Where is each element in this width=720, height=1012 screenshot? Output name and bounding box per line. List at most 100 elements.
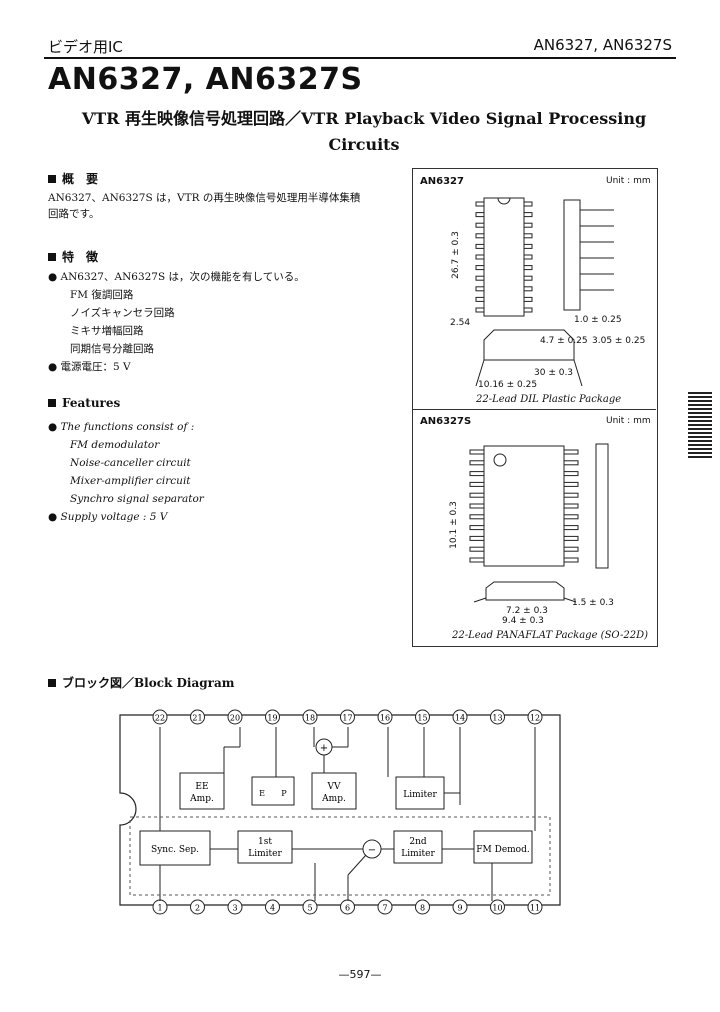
sop-pin (469, 471, 485, 477)
sop-pin (563, 503, 579, 509)
features-en-list: ● The functions consist of : FM demodula… (48, 418, 398, 526)
dim-label: 10.16 ± 0.25 (478, 380, 538, 390)
chip-outline (119, 714, 561, 906)
dim-label: 1.5 ± 0.3 (572, 598, 614, 608)
dil-pin (523, 212, 533, 218)
sop-end-view (473, 581, 577, 603)
pin-top-16 (377, 709, 393, 725)
sync-sep-label: Sync. Sep. (151, 845, 199, 855)
pin-bottom-label: 7 (382, 904, 387, 913)
side-index-tab (688, 392, 712, 458)
package-divider (412, 409, 656, 410)
switch-block (251, 776, 295, 806)
list-item: FM 復調回路 (70, 289, 134, 301)
dil-pin (523, 243, 533, 249)
ee-amp-label-2: Amp. (189, 794, 214, 804)
block-diagram-heading-text: ブロック図／Block Diagram (62, 676, 235, 690)
dil-pins-right (523, 201, 533, 313)
dil-pin (475, 265, 485, 271)
dil-pin (523, 201, 533, 207)
dil-pin (475, 201, 485, 207)
fm-demod-label: FM Demod. (476, 845, 530, 855)
pin-bottom-label: 2 (195, 904, 200, 913)
package2-unit: Unit : mm (606, 416, 651, 426)
subtitle-line-1: VTR 再生映像信号処理回路／VTR Playback Video Signal… (81, 109, 647, 128)
dim-label: 3.05 ± 0.25 (592, 336, 646, 346)
signal-lines (159, 727, 536, 901)
sop-pin (563, 557, 579, 563)
sync-sep-block (139, 830, 211, 866)
fm-demod-block (473, 830, 533, 864)
package2-caption: 22-Lead PANAFLAT Package (SO-22D) (452, 630, 649, 641)
dil-pin (523, 286, 533, 292)
pin-top-label: 16 (380, 714, 390, 723)
sop-pin (469, 481, 485, 487)
sop-pin (469, 503, 485, 509)
dil-pin (475, 307, 485, 313)
page-subtitle: VTR 再生映像信号処理回路／VTR Playback Video Signal… (44, 106, 684, 158)
pin-top-label: 13 (492, 714, 502, 723)
dim-label: 26.7 ± 0.3 (450, 231, 461, 279)
list-item: FM demodulator (70, 439, 160, 451)
page-title: AN6327, AN6327S (48, 62, 363, 97)
pin-bottom-4 (265, 899, 280, 915)
dil-end-view (475, 329, 583, 387)
pin-bottom-3 (227, 899, 243, 915)
overview-heading-text: 概 要 (62, 172, 99, 186)
features-en-heading: Features (48, 396, 120, 410)
dim-label: 1.0 ± 0.25 (574, 315, 622, 325)
dil-pin (523, 296, 533, 302)
header-part-numbers: AN6327, AN6327S (533, 36, 672, 54)
pin-bottom-label: 1 (157, 904, 162, 913)
dil-pin (523, 254, 533, 260)
first-limiter-block (237, 830, 293, 864)
package1-name: AN6327 (420, 176, 464, 187)
sop-pins-right (563, 449, 579, 563)
dil-side-view (563, 199, 614, 311)
pin-bottom-label: 9 (457, 904, 462, 913)
dil-pin (475, 296, 485, 302)
sop-pin (563, 471, 579, 477)
ee-amp-block (179, 772, 225, 810)
sop-pin (469, 557, 485, 563)
dil-pin (475, 233, 485, 239)
section-square-icon (48, 678, 56, 687)
section-square-icon (48, 252, 56, 261)
sop-pin (563, 546, 579, 552)
sop-pin (469, 535, 485, 541)
pin-top-label: 19 (267, 714, 277, 723)
dil-pin (475, 212, 485, 218)
vv-amp-block (311, 772, 357, 810)
features-jp-heading: 特 徴 (48, 248, 98, 265)
dim-label: 4.7 ± 0.25 (540, 336, 588, 346)
package2-name: AN6327S (420, 416, 472, 427)
dil-pin (475, 254, 485, 260)
list-item: Noise-canceller circuit (70, 457, 191, 469)
pin-bottom-label: 3 (232, 904, 237, 913)
dil-pin (475, 275, 485, 281)
sop-pin1-mark (493, 453, 507, 467)
pin-bottom-10 (490, 899, 505, 915)
package1-unit: Unit : mm (606, 176, 651, 186)
second-limiter-block (393, 830, 443, 864)
pin-bottom-label: 6 (345, 904, 350, 913)
pin-top-label: 22 (155, 714, 165, 723)
pin-top-17 (340, 709, 355, 725)
dil-pin (475, 243, 485, 249)
dim-label: 10.1 ± 0.3 (448, 501, 459, 549)
features-jp-supply: ● 電源電圧：5 V (48, 361, 131, 373)
pin-top-label: 15 (417, 714, 427, 723)
dil-pin (523, 222, 533, 228)
overview-body: AN6327、AN6327S は，VTR の再生映像信号処理用半導体集積 回路で… (48, 190, 398, 222)
features-jp-intro: ● AN6327、AN6327S は，次の機能を有している。 (48, 271, 305, 283)
header-rule (44, 57, 676, 59)
vv-amp-label-2: Amp. (321, 794, 346, 804)
sop-pin (563, 514, 579, 520)
sop-side-view (595, 443, 609, 569)
pin-bottom-label: 4 (270, 904, 275, 913)
pin-bottom-9 (452, 899, 468, 915)
section-square-icon (48, 174, 56, 183)
page-number: —597— (338, 968, 382, 981)
